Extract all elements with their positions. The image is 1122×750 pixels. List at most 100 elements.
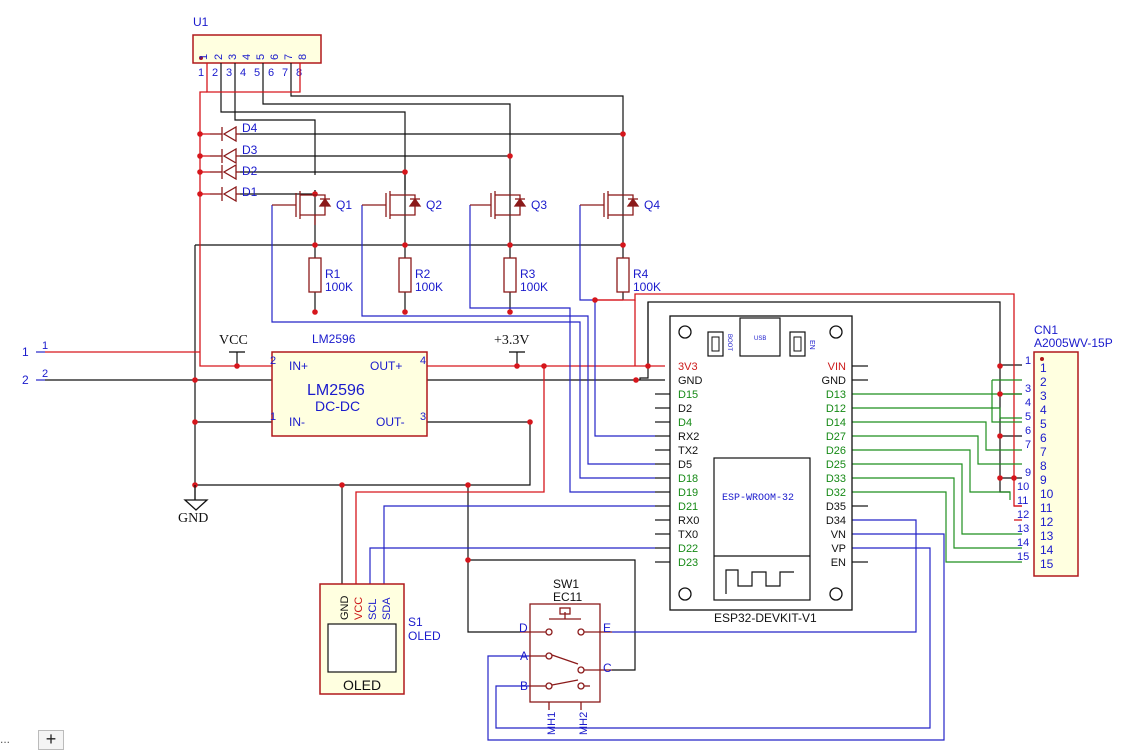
esp32-pin-vn: VN — [831, 529, 846, 541]
cn1-num-13: 13 — [1040, 529, 1054, 543]
encoder-pin-c: C — [603, 661, 612, 675]
lm2596-in-plus: IN+ — [289, 359, 308, 373]
cn1-num-10: 10 — [1040, 487, 1054, 501]
lm2596-out-plus: OUT+ — [370, 359, 402, 373]
cn1-num-11: 11 — [1040, 501, 1053, 515]
diode-label-d3: D3 — [242, 143, 258, 157]
u1-pin-4-num: 4 — [240, 67, 246, 79]
resistor-r2-ref: R2 — [415, 267, 431, 281]
u1-pin-4: 4 — [241, 54, 253, 60]
cn1-pin-10: 10 — [1017, 481, 1029, 493]
encoder-pin-b: B — [520, 679, 528, 693]
lm2596-pin-1: 1 — [270, 411, 276, 423]
cn1-num-12: 12 — [1040, 515, 1054, 529]
esp32-pin-d19: D19 — [678, 487, 698, 499]
mosfet-group: Q1 Q2 Q3 Q4 — [272, 191, 660, 225]
u1-header[interactable]: 1 2 3 4 5 6 7 8 1 2 3 4 5 6 7 8 — [192, 34, 322, 79]
esp32-pin-d25: D25 — [826, 459, 846, 471]
cn1-num-5: 5 — [1040, 417, 1047, 431]
mosfet-label-q4: Q4 — [644, 198, 660, 212]
encoder-ref: SW1 — [553, 577, 579, 591]
u1-pin-1: 1 — [198, 54, 210, 60]
u1-pin-2: 2 — [213, 54, 225, 60]
diode-label-d1: D1 — [242, 185, 258, 199]
input-port: 1 2 1 2 — [22, 340, 48, 387]
u1-pin-6-num: 6 — [268, 67, 274, 79]
input-port-pin-2: 2 — [42, 368, 48, 380]
u1-pin-5: 5 — [255, 54, 267, 60]
mosfet-label-q3: Q3 — [531, 198, 547, 212]
cn1-connector[interactable]: CN1 A2005WV-15P 1 3 4 5 6 7 9 10 11 12 1… — [1017, 323, 1113, 577]
lm2596-pin-3: 3 — [420, 411, 426, 423]
encoder-pin-a: A — [520, 649, 528, 663]
sheet-tab-bar: ... + — [0, 728, 70, 750]
u1-pin-7: 7 — [283, 54, 295, 60]
esp32-pin-rx0: RX0 — [678, 515, 699, 527]
esp32-pin-d26: D26 — [826, 445, 846, 457]
esp32-pin-vp: VP — [831, 543, 846, 555]
resistor-r1-ref: R1 — [325, 267, 341, 281]
oled-module[interactable]: GND VCC SCL SDA OLED S1 OLED — [319, 583, 441, 695]
blue-wires — [271, 205, 945, 741]
cn1-ref: CN1 — [1034, 323, 1058, 337]
esp32-name: ESP32-DEVKIT-V1 — [714, 611, 817, 625]
lm2596-in-minus: IN- — [289, 415, 305, 429]
resistor-r4-ref: R4 — [633, 267, 649, 281]
cn1-num-6: 6 — [1040, 431, 1047, 445]
tab-overflow-ellipsis[interactable]: ... — [0, 732, 11, 746]
resistor-r3-value: 100K — [520, 280, 548, 294]
input-port-label-1: 1 — [22, 345, 29, 359]
usb-port-label: USB — [754, 336, 766, 342]
resistor-r3-ref: R3 — [520, 267, 536, 281]
cn1-num-7: 7 — [1040, 445, 1047, 459]
esp32-pin-d15: D15 — [678, 389, 698, 401]
gnd-label: GND — [178, 511, 208, 526]
oled-part: OLED — [408, 629, 441, 643]
cn1-num-8: 8 — [1040, 459, 1047, 473]
cn1-pin-13: 13 — [1017, 523, 1029, 535]
encoder-sw1[interactable]: SW1 EC11 D E A B C — [519, 577, 612, 735]
cn1-num-3: 3 — [1040, 389, 1047, 403]
encoder-pin-mh2: MH2 — [578, 712, 590, 735]
power-symbols: VCC +3.3V GND — [178, 333, 530, 526]
cn1-pin-4-outer: 4 — [1025, 397, 1031, 409]
lm2596-regulator[interactable]: LM2596 2 1 4 3 IN+ IN- OUT+ OUT- LM2596 … — [270, 332, 428, 437]
esp32-pin-gnd-left: GND — [678, 375, 703, 387]
lm2596-title: LM2596 — [307, 382, 365, 399]
cn1-num-15: 15 — [1040, 557, 1054, 571]
esp32-pin-d18: D18 — [678, 473, 698, 485]
esp32-pin-d4: D4 — [678, 417, 692, 429]
input-port-pin-1: 1 — [42, 340, 48, 352]
encoder-pin-d: D — [519, 621, 528, 635]
lm2596-ref: LM2596 — [312, 332, 356, 346]
u1-ref: U1 — [193, 15, 209, 29]
lm2596-pin-2: 2 — [270, 355, 276, 367]
esp32-pin-d32: D32 — [826, 487, 846, 499]
esp32-pin-en: EN — [831, 557, 846, 569]
cn1-num-4: 4 — [1040, 403, 1047, 417]
mosfet-label-q1: Q1 — [336, 198, 352, 212]
u1-pin-5-num: 5 — [254, 67, 260, 79]
cn1-pin-11: 11 — [1017, 495, 1028, 507]
boot-button-label: BOOT — [726, 334, 732, 351]
diode-array: D4 D3 D2 D1 — [210, 121, 258, 203]
encoder-part: EC11 — [553, 590, 582, 604]
esp32-devkit[interactable]: BOOT USB EN ESP-WROOM-32 ESP32-DEVKIT-V1… — [669, 315, 853, 625]
oled-body-label: OLED — [343, 677, 381, 693]
esp32-pin-d12: D12 — [826, 403, 846, 415]
oled-pin-scl: SCL — [367, 599, 379, 620]
add-sheet-button[interactable]: + — [38, 730, 64, 750]
resistor-group: R1 100K R2 100K R3 100K R4 100K — [308, 257, 661, 294]
cn1-pin-3: 3 — [1025, 383, 1031, 395]
esp32-pin-d5: D5 — [678, 459, 692, 471]
esp32-pin-d23: D23 — [678, 557, 698, 569]
u1-pin-8: 8 — [297, 54, 309, 60]
cn1-num-14: 14 — [1040, 543, 1054, 557]
esp32-pin-d35: D35 — [826, 501, 846, 513]
esp32-pin-d22: D22 — [678, 543, 698, 555]
esp32-pin-d2: D2 — [678, 403, 692, 415]
resistor-r4-value: 100K — [633, 280, 661, 294]
cn1-pin-15: 15 — [1017, 551, 1029, 563]
lm2596-pin-4: 4 — [420, 355, 426, 367]
